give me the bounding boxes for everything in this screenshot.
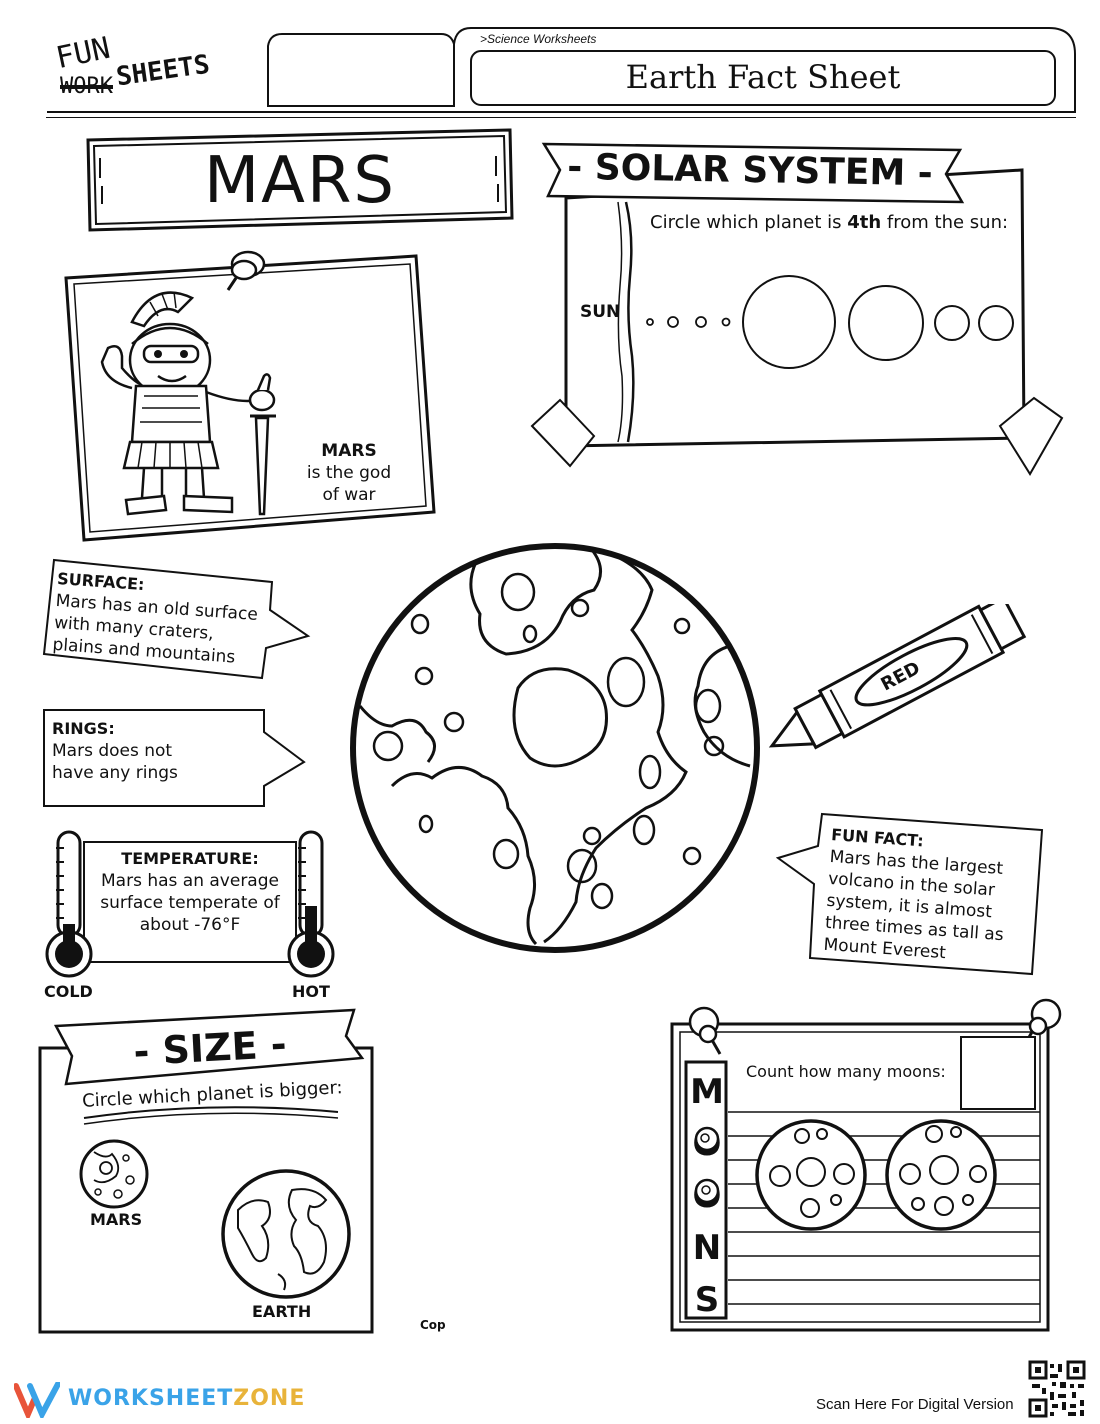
logo-work-struck-text: WORK [60,74,113,99]
solar-system-prompt: Circle which planet is 4th from the sun: [650,212,1008,233]
small-mars-circle[interactable] [76,1136,152,1212]
hot-label: HOT [292,982,330,1001]
pushpin-icon [688,1006,722,1055]
temperature-line3: about -76°F [139,915,241,935]
moons-answer-box[interactable] [960,1036,1036,1110]
prompt-text-b: from the sun: [881,212,1009,233]
planet-jupiter-circle[interactable] [742,275,836,369]
fun-fact-text: FUN FACT: Mars has the largest volcano i… [823,824,1011,968]
worksheetzone-logo-icon [14,1382,60,1418]
prompt-text-a: Circle which planet is [650,212,848,233]
planet-venus-circle[interactable] [667,316,679,328]
temperature-line1: Mars has an average [101,871,279,891]
moon-icon [694,1126,720,1152]
sun-label: SUN [580,302,621,322]
footer-brand-a: WORKSHEET [68,1386,234,1411]
copyright-fragment: Cop [420,1318,446,1332]
rings-line1: Mars does not [52,741,173,761]
temperature-text: TEMPERATURE: Mars has an average surface… [88,848,292,936]
footer-brand-b: ZONE [233,1386,306,1411]
planet-neptune-circle[interactable] [978,305,1014,341]
fun-fact-callout-frame [776,812,1044,976]
size-banner: - SIZE - [132,1022,288,1074]
surface-callout-frame [42,558,311,680]
god-card-name: MARS [321,441,377,461]
moons-letter-m: M [690,1072,724,1112]
god-card-line1: is the god [306,463,392,483]
red-crayon-icon [768,604,1027,750]
moon-icon [694,1178,720,1204]
solar-system-frame [530,142,1064,476]
mars-god-soldier-illustration [100,291,276,516]
earth-label: EARTH [252,1302,312,1321]
surface-text: SURFACE: Mars has an old surface with ma… [52,568,260,670]
footer-brand: WORKSHEETZONE [68,1386,305,1411]
moons-letter-n: N [692,1228,722,1268]
god-card-caption: MARS is the god of war [294,440,404,506]
planet-mars-circle[interactable] [721,317,731,327]
solar-system-banner: - SOLAR SYSTEM - [566,146,934,195]
deimos-moon-illustration [885,1119,997,1231]
phobos-moon-illustration [755,1119,867,1231]
small-mars-label: MARS [90,1210,143,1229]
temperature-heading: TEMPERATURE: [121,849,259,868]
moons-prompt: Count how many moons: [746,1062,946,1081]
logo-sheets-text: SHEETS [114,49,212,93]
rings-text: RINGS: Mars does not have any rings [52,718,178,784]
title-box [470,50,1056,106]
rings-heading: RINGS: [52,719,115,738]
cold-label: COLD [44,982,93,1001]
hot-thermometer-icon [287,830,335,978]
planet-earth-circle[interactable] [695,316,707,328]
temperature-line2: surface temperate of [100,893,280,913]
header-frame [46,27,1076,118]
planet-row [646,275,1014,369]
mars-title-frame [86,128,514,232]
cold-thermometer-icon [45,830,93,978]
rings-callout-frame [43,709,306,807]
breadcrumb[interactable]: >Science Worksheets [480,32,597,46]
moons-letter-s: S [694,1280,720,1320]
earth-circle[interactable] [218,1166,354,1302]
logo-fun-text: FUN [52,30,114,77]
prompt-text-bold: 4th [847,212,882,233]
planet-title: MARS [203,144,397,218]
pushpin-icon [226,250,266,291]
mars-planet-coloring-illustration[interactable] [346,536,766,956]
planet-saturn-circle[interactable] [848,285,924,361]
qr-code-icon[interactable] [1028,1360,1086,1418]
fun-worksheets-logo: FUN WORK SHEETS [52,31,262,106]
planet-mercury-circle[interactable] [646,318,654,326]
temperature-frame [45,830,335,978]
planet-uranus-circle[interactable] [934,305,970,341]
god-card-line2: of war [322,485,376,505]
page-title: Earth Fact Sheet [625,58,901,96]
scan-text: Scan Here For Digital Version [816,1396,1014,1413]
rings-line2: have any rings [52,763,178,783]
